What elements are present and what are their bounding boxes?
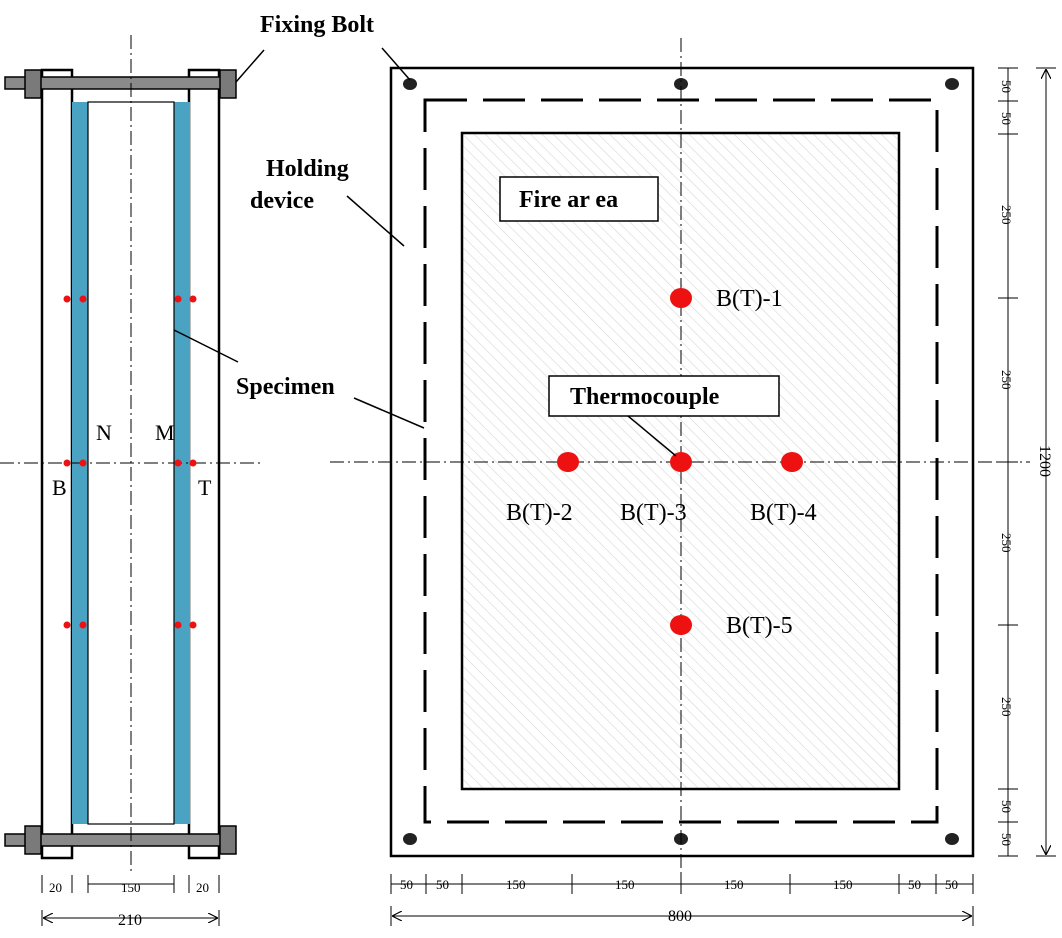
fixing-bolt-leader-left <box>235 49 265 83</box>
tc-point-1 <box>670 288 692 308</box>
dim-right-1: 50 <box>999 80 1014 93</box>
tc-point-5 <box>670 615 692 635</box>
tc-dot <box>174 459 182 467</box>
label-t: T <box>198 475 212 500</box>
tc-label-4: B(T)-4 <box>750 500 817 526</box>
dim-side-1: 20 <box>49 880 62 895</box>
label-n: N <box>96 420 112 445</box>
fixing-bolt-leader-right <box>381 47 411 81</box>
dim-right-total: 1200 <box>1036 445 1053 477</box>
bolt-hole <box>403 78 417 90</box>
thermocouple-label: Thermocouple <box>570 384 720 410</box>
tc-dot <box>174 295 182 303</box>
dim-bottom-3: 150 <box>506 877 526 892</box>
label-b: B <box>52 475 67 500</box>
bolt-nut-top-left <box>24 69 42 99</box>
bolt-nut-top-right <box>219 69 237 99</box>
dim-bottom-5: 150 <box>724 877 744 892</box>
dim-side-3: 20 <box>196 880 209 895</box>
front-bottom-dimensions <box>390 874 974 926</box>
tc-dot <box>79 621 87 629</box>
tc-dot <box>63 295 71 303</box>
dim-bottom-8: 50 <box>945 877 958 892</box>
side-thermocouple-dots <box>63 295 197 629</box>
holding-device-leader <box>346 195 405 247</box>
front-view: Fire ar ea B(T)-1 B(T)-2 B(T)-3 B(T)-4 B… <box>330 38 1056 926</box>
front-bottom-dim-labels: 50 50 150 150 150 150 50 50 800 <box>400 877 958 925</box>
side-dimensions <box>41 875 220 926</box>
dim-right-4: 250 <box>999 370 1014 390</box>
dim-right-5: 250 <box>999 533 1014 553</box>
bolt-hole <box>674 78 688 90</box>
specimen-leader-left <box>173 329 239 363</box>
dim-bottom-2: 50 <box>436 877 449 892</box>
tc-dot <box>63 459 71 467</box>
label-m: M <box>155 420 175 445</box>
dim-right-3: 250 <box>999 205 1014 225</box>
dim-right-6: 250 <box>999 697 1014 717</box>
dim-side-2: 150 <box>121 880 141 895</box>
fire-area-label-box <box>499 176 659 222</box>
side-view: N M B T 20 150 20 210 <box>0 35 262 929</box>
tc-dot <box>189 295 197 303</box>
tc-point-4 <box>781 452 803 472</box>
dim-bottom-6: 150 <box>833 877 853 892</box>
callouts: Fixing Bolt Holding device Specimen <box>173 12 425 429</box>
fire-area-label: Fire ar ea <box>519 187 618 213</box>
tc-point-3 <box>670 452 692 472</box>
tc-dot <box>79 459 87 467</box>
tc-label-1: B(T)-1 <box>716 286 783 312</box>
holding-device-label-2: device <box>250 188 314 214</box>
thermocouple-label-box <box>548 375 780 417</box>
bolt-hole <box>945 833 959 845</box>
dim-right-8: 50 <box>999 833 1014 846</box>
tc-dot <box>174 621 182 629</box>
dim-right-7: 50 <box>999 800 1014 813</box>
thermocouple-leader <box>627 415 677 457</box>
dim-side-total: 210 <box>118 912 142 929</box>
tc-dot <box>63 621 71 629</box>
front-right-dimensions <box>998 67 1056 857</box>
dim-bottom-7: 50 <box>908 877 921 892</box>
front-right-dim-labels: 50 50 250 250 250 250 50 50 1200 <box>999 80 1053 846</box>
bolt-nut-bottom-left <box>24 825 42 855</box>
tc-dot <box>189 459 197 467</box>
tc-dot <box>189 621 197 629</box>
tc-label-2: B(T)-2 <box>506 500 573 526</box>
tc-point-2 <box>557 452 579 472</box>
tc-dot <box>79 295 87 303</box>
fixing-bolt-label: Fixing Bolt <box>260 12 374 38</box>
holding-device-label-1: Holding <box>266 156 349 182</box>
bolt-hole <box>403 833 417 845</box>
dim-bottom-1: 50 <box>400 877 413 892</box>
bolt-hole <box>945 78 959 90</box>
tc-label-3: B(T)-3 <box>620 500 687 526</box>
dim-right-2: 50 <box>999 112 1014 125</box>
dim-bottom-total: 800 <box>668 908 692 925</box>
specimen-leader-right <box>353 397 425 429</box>
specimen-label: Specimen <box>236 374 335 400</box>
dim-bottom-4: 150 <box>615 877 635 892</box>
tc-label-5: B(T)-5 <box>726 613 793 639</box>
front-thermocouples <box>557 288 803 635</box>
bolt-nut-bottom-right <box>219 825 237 855</box>
